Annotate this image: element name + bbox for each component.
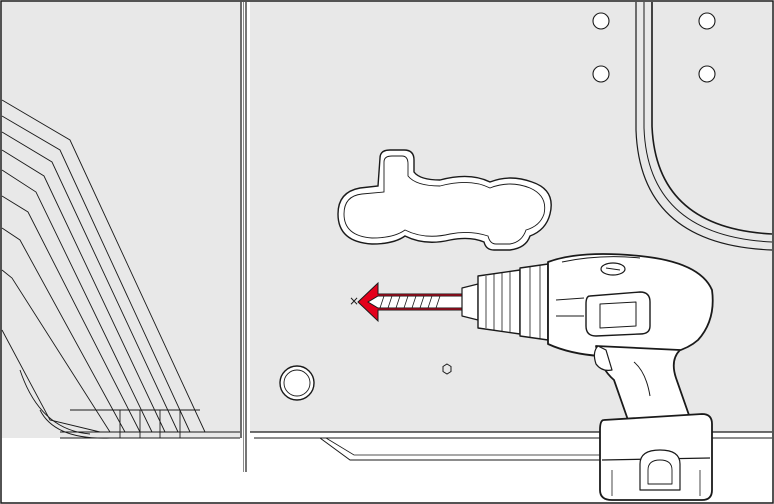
hole xyxy=(698,65,716,83)
slanted-slats xyxy=(1,99,240,439)
rounded-cutout xyxy=(635,2,773,251)
top-holes xyxy=(592,12,716,83)
hex-bolt xyxy=(442,363,452,375)
left-side-panel xyxy=(1,2,247,472)
cordless-drill-icon xyxy=(461,253,714,501)
round-hole xyxy=(279,365,315,401)
drill-bit xyxy=(367,295,469,309)
hole xyxy=(698,12,716,30)
hole xyxy=(592,65,610,83)
hole xyxy=(592,12,610,30)
handle-cutout xyxy=(337,149,552,251)
drill-point-marker: × xyxy=(349,294,359,308)
